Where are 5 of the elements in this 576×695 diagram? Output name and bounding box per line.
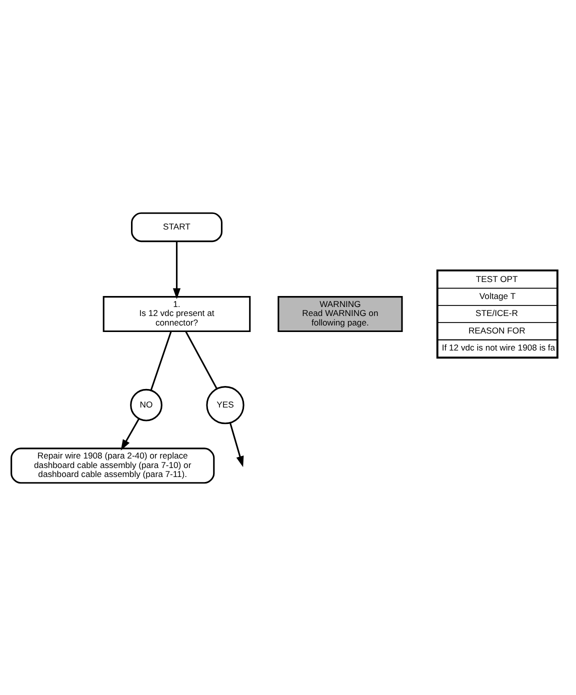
label: STE/ICE-R: [476, 308, 518, 318]
label: REASON FOR: [468, 324, 526, 335]
label: TEST OPT: [476, 273, 518, 284]
label: Voltage T: [479, 290, 516, 300]
label: If 12 vdc is not wire 1908 is fa: [442, 342, 556, 352]
